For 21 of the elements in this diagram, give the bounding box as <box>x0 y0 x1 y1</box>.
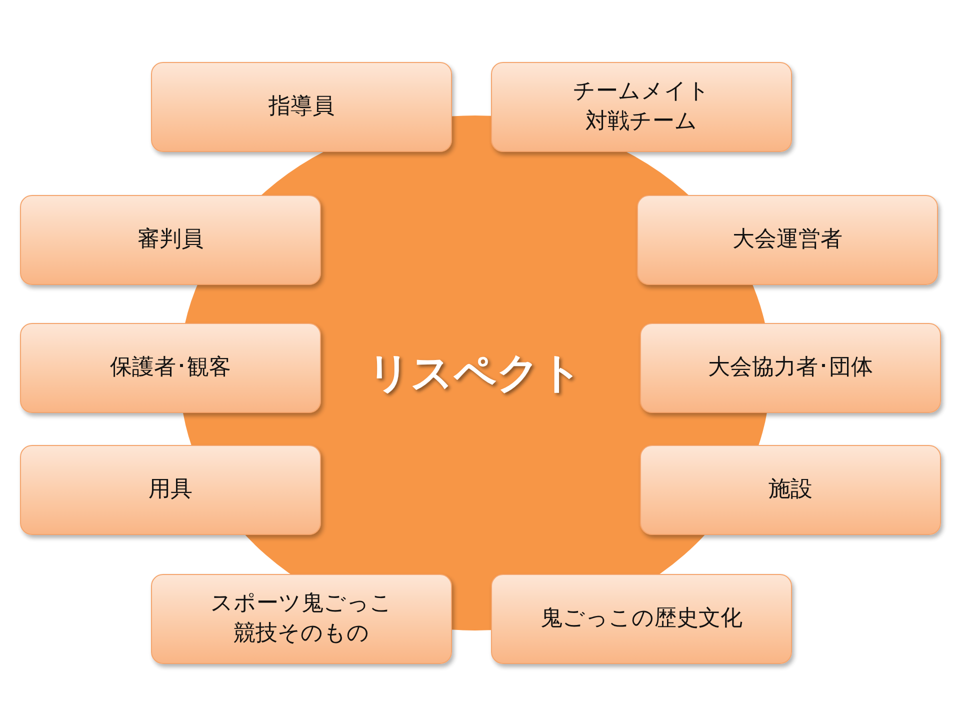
box-label: 施設 <box>768 476 812 504</box>
box-label: 指導員 <box>268 93 334 122</box>
box-label: チームメイト対戦チーム <box>572 78 711 136</box>
label-box <box>640 323 941 413</box>
label-box <box>491 62 792 152</box>
label-box <box>20 445 321 535</box>
box-label: 鬼ごっこの歴史文化 <box>540 605 742 634</box>
label-box <box>20 323 321 413</box>
label-box <box>151 574 452 664</box>
label-box <box>640 445 941 535</box>
central-title: リスペクト <box>368 346 582 399</box>
label-box <box>20 195 321 285</box>
box-label: 審判員 <box>138 226 204 254</box>
label-box <box>637 195 938 285</box>
box-label: 大会協力者･団体 <box>708 354 873 382</box>
box-label: 用具 <box>148 476 192 504</box>
box-label: スポーツ鬼ごっこ競技そのもの <box>210 590 393 648</box>
box-label: 保護者･観客 <box>110 354 231 382</box>
label-box <box>491 574 792 664</box>
label-box <box>151 62 452 152</box>
box-label: 大会運営者 <box>732 226 842 254</box>
